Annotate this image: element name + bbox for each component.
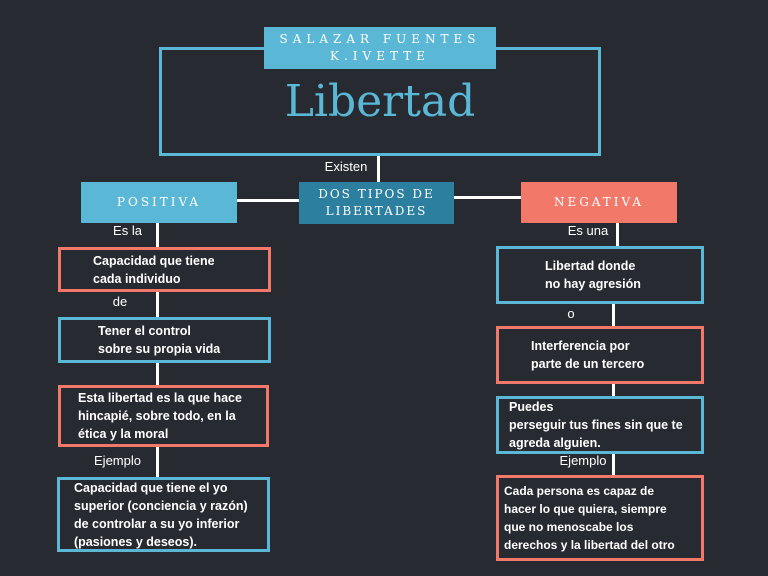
connector-neg-2 — [612, 303, 615, 327]
positive-box-1: Capacidad que tiene cada individuo — [58, 247, 271, 292]
center-header: DOS TIPOS DE LIBERTADES — [299, 182, 454, 224]
connector-neg-4 — [612, 453, 615, 476]
negative-link-2: o — [567, 306, 575, 321]
connector-pos-1 — [156, 223, 159, 247]
connector-title-center — [377, 154, 380, 184]
negative-header: NEGATIVA — [521, 182, 677, 223]
author-label: SALAZAR FUENTES K.IVETTE — [264, 27, 496, 69]
negative-box-2: Interferencia por parte de un tercero — [496, 326, 704, 384]
connector-pos-3 — [156, 362, 159, 386]
positive-link-2: de — [112, 294, 128, 309]
negative-box-4: Cada persona es capaz de hacer lo que qu… — [496, 475, 704, 561]
positive-header: POSITIVA — [81, 182, 237, 223]
positive-box-4: Capacidad que tiene el yo superior (conc… — [57, 477, 270, 552]
negative-box-1: Libertad donde no hay agresión — [496, 246, 704, 304]
positive-link-3: Ejemplo — [94, 453, 141, 468]
connector-pos-4 — [156, 446, 159, 478]
negative-link-1: Es una — [567, 223, 609, 238]
positive-link-1: Es la — [113, 223, 142, 238]
connector-label-existen: Existen — [324, 159, 368, 174]
negative-box-3: Puedes perseguir tus fines sin que te ag… — [496, 396, 704, 454]
connector-center-negative — [453, 196, 522, 199]
connector-neg-1 — [616, 223, 619, 247]
negative-link-3: Ejemplo — [559, 453, 607, 468]
connector-pos-2 — [156, 291, 159, 318]
connector-neg-3 — [612, 383, 615, 397]
page-title: Libertad — [284, 76, 476, 127]
connector-center-positive — [236, 199, 300, 202]
positive-box-2: Tener el control sobre su propia vida — [58, 317, 271, 363]
positive-box-3: Esta libertad es la que hace hincapié, s… — [58, 385, 269, 447]
